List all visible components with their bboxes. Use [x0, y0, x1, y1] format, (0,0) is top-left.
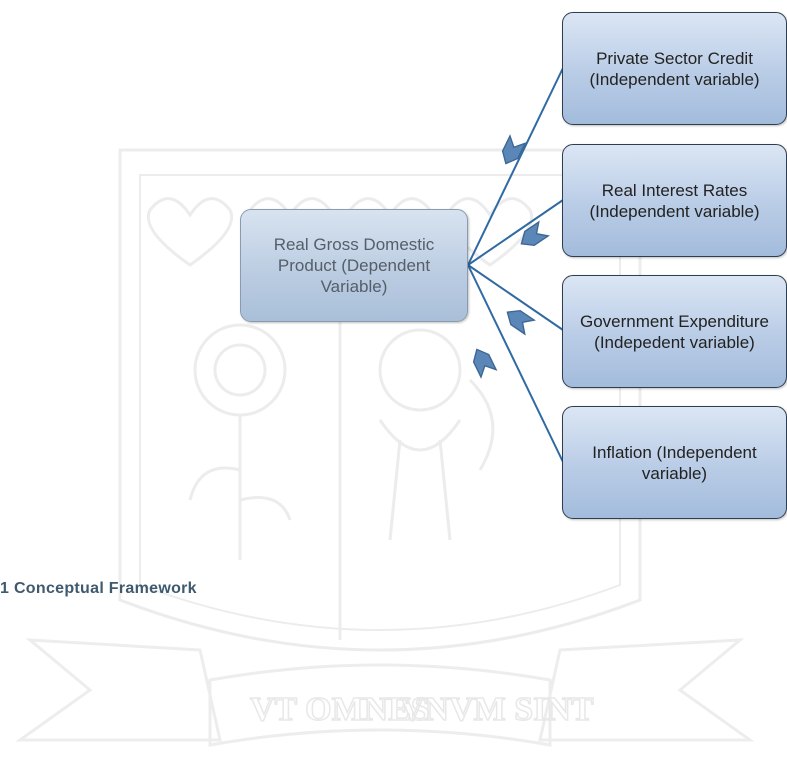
- node-real-interest-rates: Real Interest Rates (Independent variabl…: [562, 144, 787, 257]
- chevron-arrow-icon: [520, 220, 550, 247]
- node-government-expenditure: Government Expenditure (Indepedent varia…: [562, 275, 787, 388]
- connector-government-expenditure: [467, 264, 564, 331]
- connector-private-sector-credit: [467, 67, 564, 266]
- node-inflation: Inflation (Independent variable): [562, 406, 787, 519]
- chevron-arrow-icon: [506, 309, 536, 336]
- motto-left: VT OMNES: [250, 691, 430, 728]
- node-label: Inflation (Independent variable): [592, 442, 757, 483]
- node-label: Private Sector Credit (Independent varia…: [589, 48, 760, 89]
- figure-caption: 1 Conceptual Framework: [0, 580, 197, 597]
- connector-inflation: [467, 264, 564, 463]
- node-label: Government Expenditure (Indepedent varia…: [580, 311, 769, 352]
- chevron-arrow-icon: [501, 134, 527, 165]
- node-label: Real Interest Rates (Independent variabl…: [589, 180, 760, 221]
- node-private-sector-credit: Private Sector Credit (Independent varia…: [562, 12, 787, 125]
- motto-right: VNVM SINT: [400, 691, 594, 728]
- dependent-variable-box: Real Gross Domestic Product (Dependent V…: [240, 209, 468, 322]
- dependent-variable-label: Real Gross Domestic Product (Dependent V…: [273, 235, 435, 296]
- connector-real-interest-rates: [467, 199, 564, 266]
- chevron-arrow-icon: [472, 348, 498, 379]
